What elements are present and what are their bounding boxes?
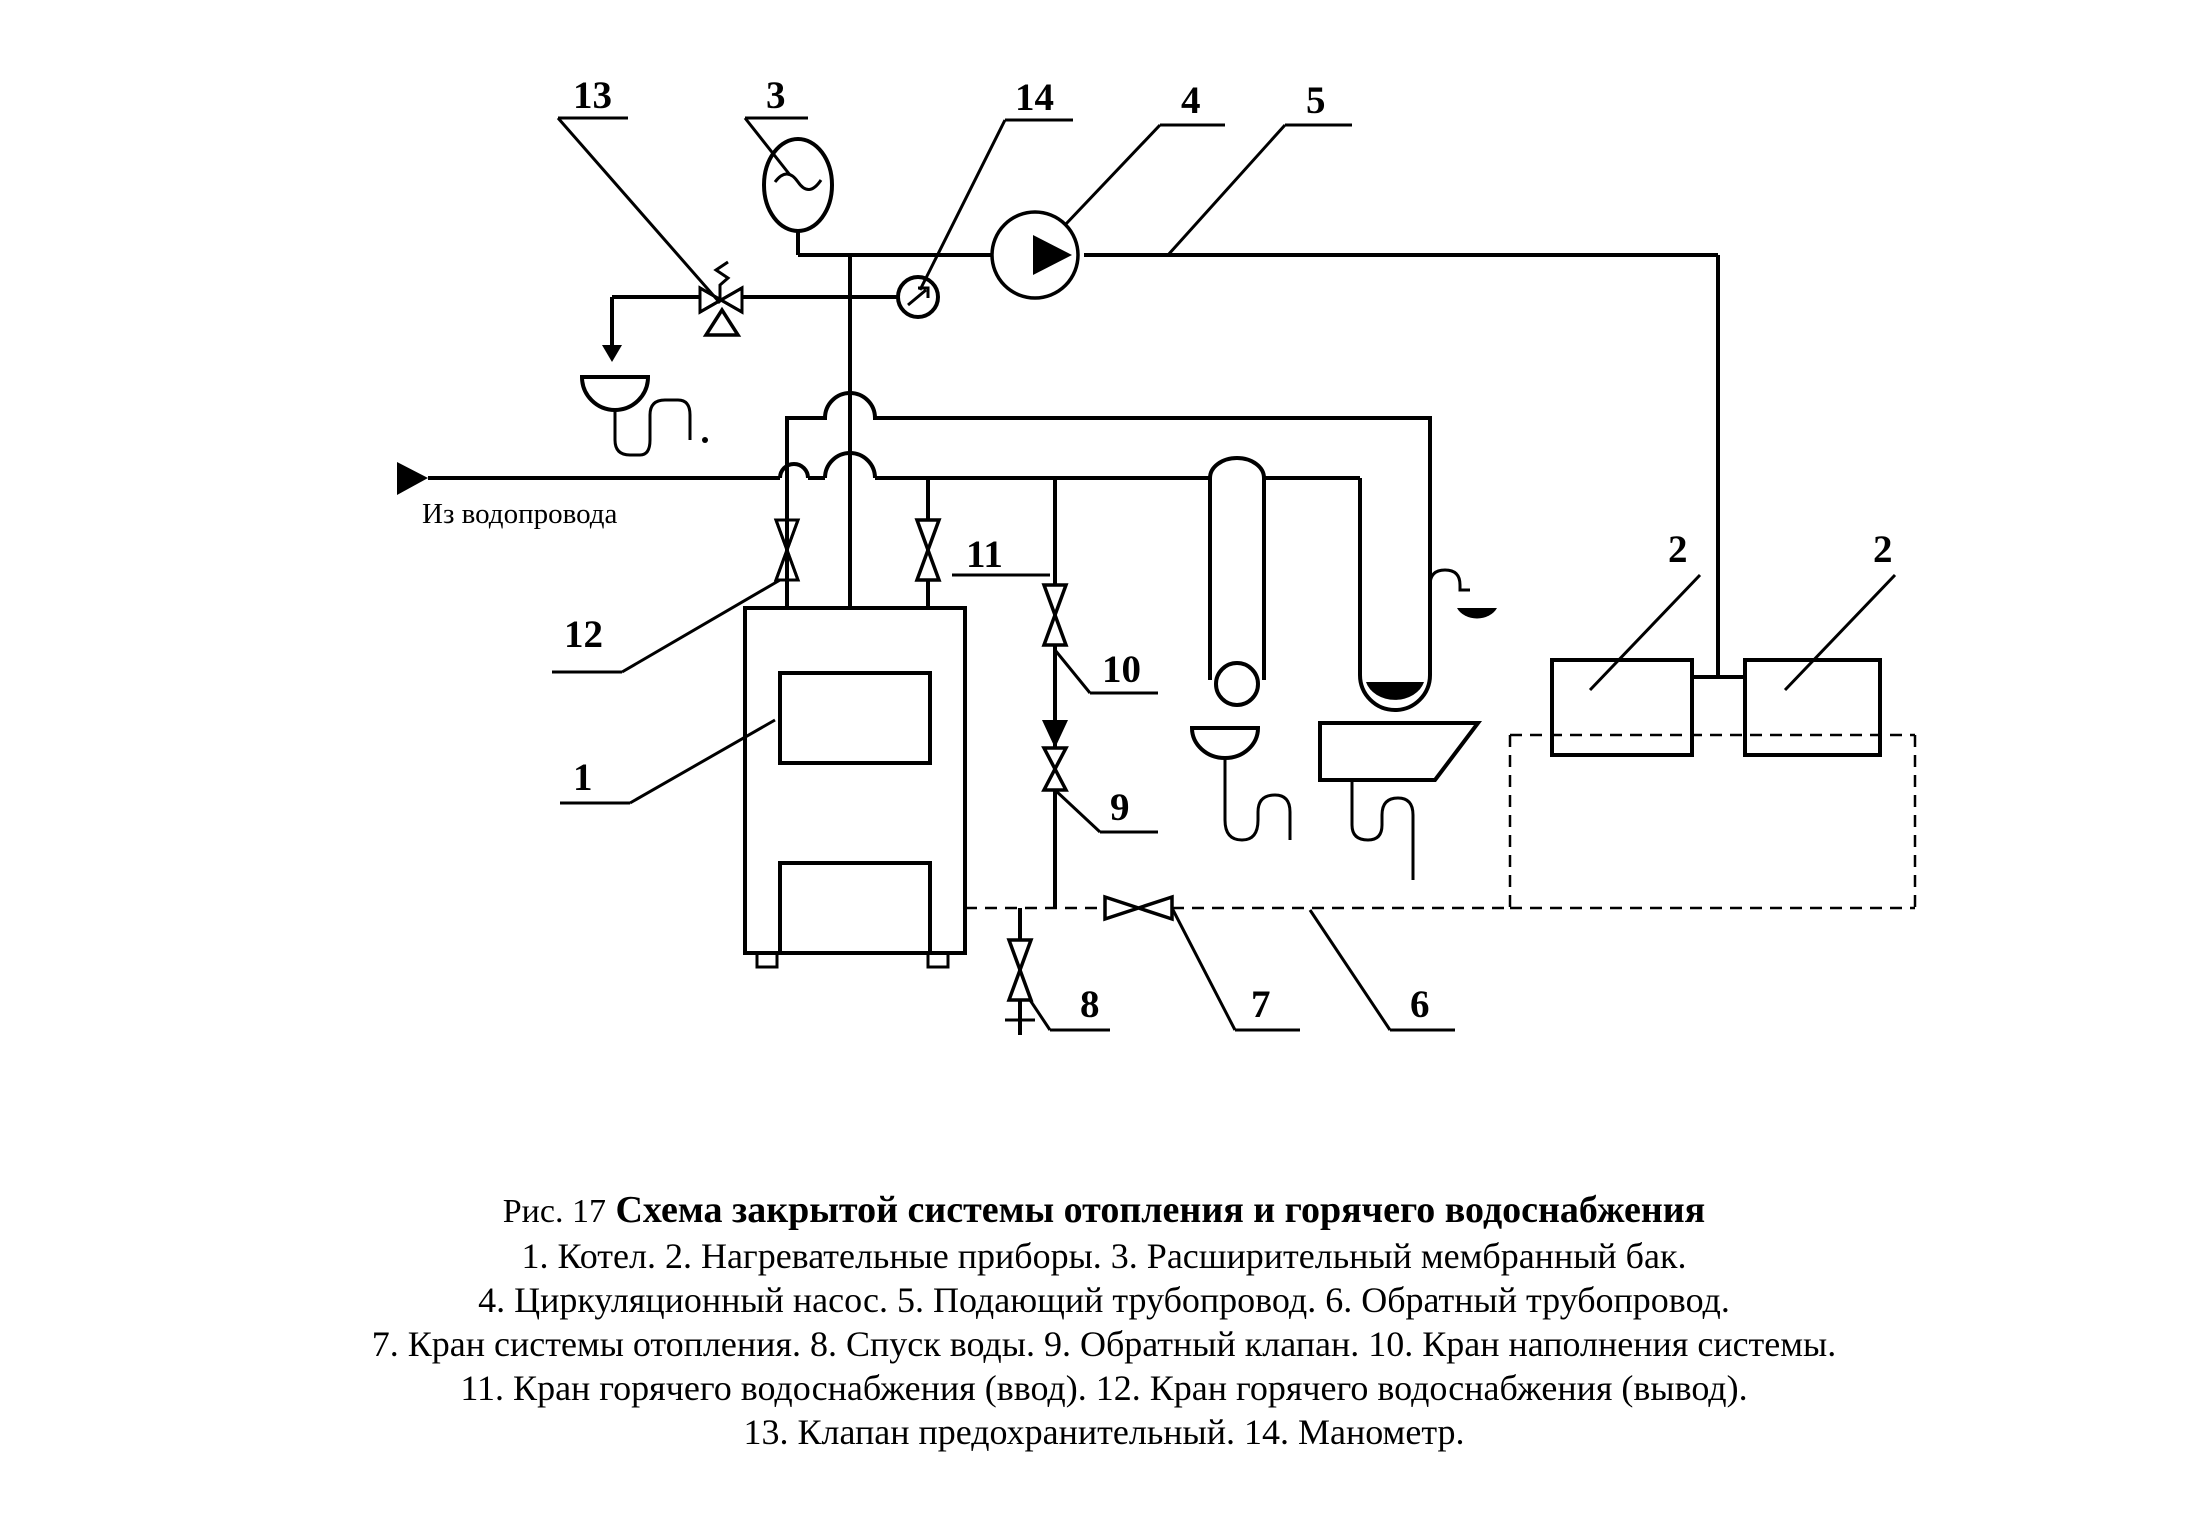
pressure-gauge: [896, 275, 940, 319]
label-7: 7: [1251, 983, 1271, 1026]
label-6: 6: [1410, 983, 1430, 1026]
figure-caption: Рис. 17 Схема закрытой системы отопления…: [0, 1188, 2208, 1454]
label-13: 13: [573, 74, 612, 117]
caption-line: 11. Кран горячего водоснабжения (ввод). …: [460, 1368, 1748, 1408]
valve-12: [773, 478, 801, 608]
expansion-tank: [762, 137, 834, 233]
return-pipeline: [965, 733, 1917, 922]
label-1: 1: [573, 756, 593, 799]
sink: [1318, 721, 1483, 880]
label-11: 11: [966, 533, 1003, 576]
cold-water-inlet: [397, 418, 1432, 712]
fill-line: [1041, 478, 1069, 908]
boiler: [743, 606, 967, 969]
figure-title: Схема закрытой системы отопления и горяч…: [615, 1189, 1706, 1231]
valve-11: [914, 478, 942, 608]
label-5: 5: [1306, 79, 1326, 122]
drain-valve: [1005, 908, 1035, 1035]
caption-title-line: Рис. 17 Схема закрытой системы отопления…: [0, 1188, 2208, 1234]
caption-line: 7. Кран системы отопления. 8. Спуск воды…: [371, 1324, 1837, 1364]
label-9: 9: [1110, 786, 1130, 829]
label-10: 10: [1102, 648, 1141, 691]
label-14: 14: [1015, 76, 1054, 119]
caption-line: 13. Клапан предохранительный. 14. Маноме…: [743, 1412, 1465, 1452]
label-2-right: 2: [1873, 528, 1893, 571]
figure-number: Рис. 17: [502, 1193, 606, 1230]
label-3: 3: [766, 74, 786, 117]
shower-loop: [1189, 478, 1292, 842]
caption-line: 4. Циркуляционный насос. 5. Подающий тру…: [478, 1280, 1730, 1320]
caption-line: 1. Котел. 2. Нагревательные приборы. 3. …: [521, 1236, 1687, 1276]
leader-lines: [552, 116, 1897, 1032]
supply-pipeline: [796, 232, 1745, 679]
label-4: 4: [1181, 79, 1201, 122]
inlet-label: Из водопровода: [422, 498, 617, 530]
safety-valve: [579, 260, 850, 457]
label-12: 12: [564, 613, 603, 656]
circulation-pump: [990, 210, 1080, 300]
hot-water-line: [785, 391, 1497, 619]
label-8: 8: [1080, 983, 1100, 1026]
label-2-left: 2: [1668, 528, 1688, 571]
